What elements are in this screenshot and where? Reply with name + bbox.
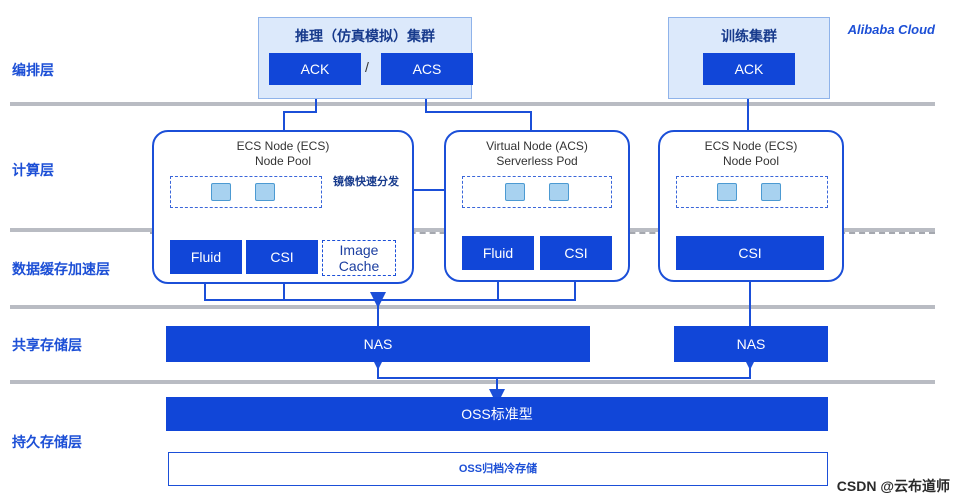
pod-group xyxy=(676,176,828,208)
container-icon xyxy=(761,183,781,201)
pod-group xyxy=(170,176,322,208)
image-cache-box: Image Cache xyxy=(322,240,396,276)
nas-left: NAS xyxy=(166,326,590,362)
csi-box: CSI xyxy=(246,240,318,274)
nas-right: NAS xyxy=(674,326,828,362)
image-cache-line2: Cache xyxy=(338,258,380,274)
mirror-distribution-note: 镜像快速分发 xyxy=(333,176,399,188)
node-title-line2: Node Pool xyxy=(254,154,312,168)
container-icon xyxy=(717,183,737,201)
node-title-line1: ECS Node (ECS) xyxy=(236,139,330,153)
fluid-box: Fluid xyxy=(170,240,242,274)
container-icon xyxy=(255,183,275,201)
training-cluster: 训练集群 ACK xyxy=(668,17,830,99)
layer-label-cache: 数据缓存加速层 xyxy=(12,261,110,277)
node-title-line2: Serverless Pod xyxy=(496,154,578,168)
container-icon xyxy=(211,183,231,201)
image-cache-line1: Image xyxy=(339,242,379,258)
node-title-line2: Node Pool xyxy=(722,154,780,168)
slash-separator: / xyxy=(365,59,369,75)
node-title-line1: ECS Node (ECS) xyxy=(704,139,798,153)
container-icon xyxy=(549,183,569,201)
watermark: CSDN @云布道师 xyxy=(836,478,950,494)
fluid-box: Fluid xyxy=(462,236,534,270)
layer-label-compute: 计算层 xyxy=(12,162,54,178)
layer-label-persistent-storage: 持久存储层 xyxy=(12,434,82,450)
layer-label-app: 编排层 xyxy=(12,62,54,78)
ecs-node-pool-left: ECS Node (ECS) Node Pool Fluid CSI Image… xyxy=(152,130,414,284)
virtual-node-acs: Virtual Node (ACS) Serverless Pod Fluid … xyxy=(444,130,630,282)
container-icon xyxy=(505,183,525,201)
oss-standard: OSS标准型 xyxy=(166,397,828,431)
layer-separator xyxy=(10,305,935,309)
inference-cluster-title: 推理（仿真模拟）集群 xyxy=(295,28,435,44)
pod-group xyxy=(462,176,612,208)
ecs-node-pool-right: ECS Node (ECS) Node Pool CSI xyxy=(658,130,844,282)
brand-logo-text: Alibaba Cloud xyxy=(847,22,935,37)
csi-box: CSI xyxy=(540,236,612,270)
training-cluster-title: 训练集群 xyxy=(721,28,777,44)
acs-box: ACS xyxy=(381,53,473,85)
layer-label-shared-storage: 共享存储层 xyxy=(12,337,82,353)
csi-box: CSI xyxy=(676,236,824,270)
layer-separator xyxy=(10,102,935,106)
node-title-line1: Virtual Node (ACS) xyxy=(486,139,588,153)
inference-cluster: 推理（仿真模拟）集群 ACK / ACS xyxy=(258,17,473,99)
layer-separator xyxy=(10,380,935,384)
oss-archive-storage: OSS归档冷存储 xyxy=(168,452,828,486)
ack-box-training: ACK xyxy=(703,53,795,85)
ack-box: ACK xyxy=(269,53,361,85)
